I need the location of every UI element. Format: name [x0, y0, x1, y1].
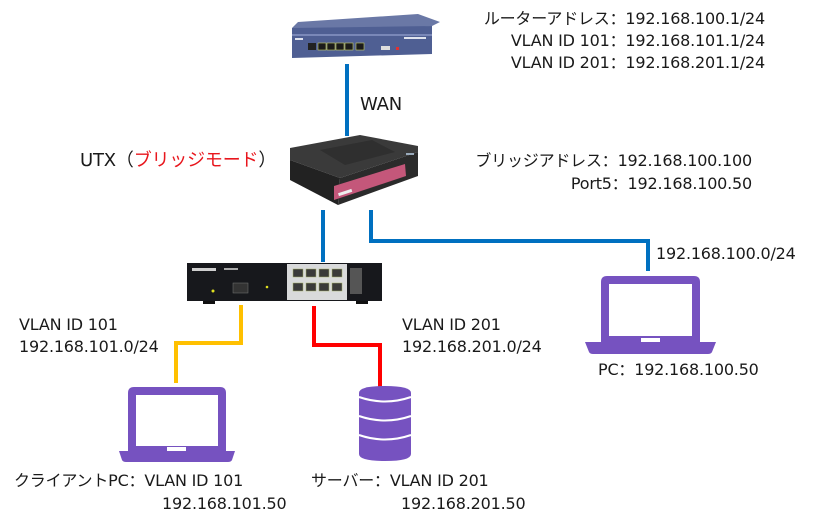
pc-subnet-label: 192.168.100.0/24	[656, 244, 796, 263]
pc-address-label: PC：192.168.100.50	[598, 360, 759, 379]
utx-bridge-address-label: ブリッジアドレス：192.168.100.100	[475, 151, 752, 170]
utx-port5-label: Port5：192.168.100.50	[570, 174, 752, 193]
vlan201-link	[312, 306, 382, 388]
router-vlan101-label: VLAN ID 101：192.168.101.1/24	[510, 31, 765, 50]
server-label: サーバー：VLAN ID 201	[311, 471, 489, 490]
client-pc-label: クライアントPC：VLAN ID 101	[14, 471, 244, 490]
client-pc-ip-label: 192.168.101.50	[162, 494, 287, 513]
client-pc-laptop-icon	[119, 387, 235, 462]
router-address-label: ルーターアドレス：192.168.100.1/24	[483, 9, 765, 28]
wan-label: WAN	[360, 94, 402, 115]
vlan101-subnet-label: 192.168.101.0/24	[19, 337, 159, 356]
utx-label: UTX（ブリッジモード）	[80, 150, 276, 172]
vlan201-subnet-label: 192.168.201.0/24	[402, 337, 542, 356]
vlan201-id-label: VLAN ID 201	[402, 315, 501, 334]
vlan101-id-label: VLAN ID 101	[19, 315, 118, 334]
utx-port5-to-pc-link	[369, 210, 650, 271]
utx-mode: ブリッジモード	[133, 150, 259, 171]
server-ip-label: 192.168.201.50	[401, 494, 526, 513]
utx-name: UTX（	[80, 150, 134, 171]
router-vlan201-label: VLAN ID 201：192.168.201.1/24	[510, 53, 765, 72]
utx-close: ）	[258, 150, 277, 171]
server-database-icon	[358, 386, 412, 461]
vlan101-link	[174, 305, 243, 383]
pc-laptop-icon	[585, 276, 716, 354]
